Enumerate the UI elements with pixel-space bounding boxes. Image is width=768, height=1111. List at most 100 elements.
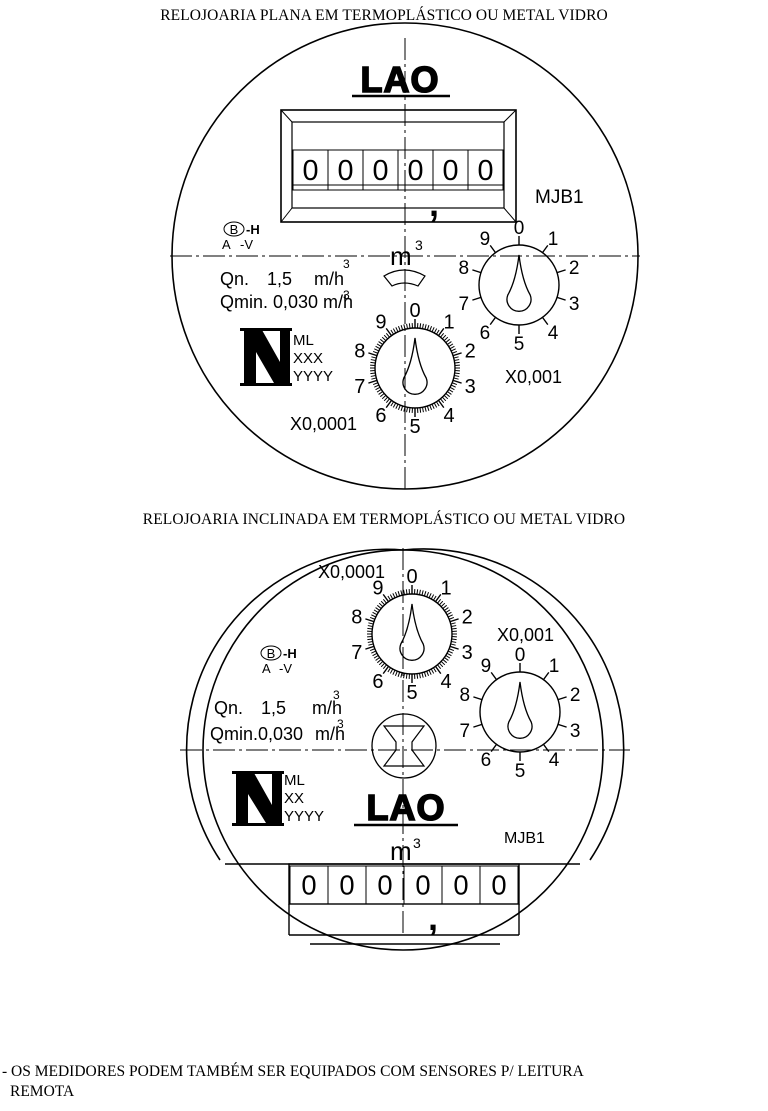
svg-text:-H: -H [283, 646, 297, 661]
svg-text:-H: -H [246, 222, 260, 237]
dial-number: 3 [462, 642, 473, 664]
svg-text:1,5: 1,5 [261, 698, 286, 718]
dial-number: 3 [465, 376, 476, 398]
svg-text:Qmin. 0,030: Qmin. 0,030 [220, 292, 318, 312]
svg-text:B: B [267, 646, 276, 661]
metrological-class: B -H A -V [222, 221, 260, 252]
dial-number: 4 [548, 323, 559, 344]
svg-text:,: , [429, 183, 439, 224]
svg-text:m/h: m/h [315, 724, 345, 744]
flow-indicator [371, 713, 437, 779]
register-digit: 0 [415, 870, 430, 901]
svg-text:Qn.: Qn. [220, 269, 249, 289]
dial-number: 5 [409, 416, 420, 438]
svg-text:3: 3 [333, 688, 340, 702]
dial-number: 0 [514, 218, 525, 239]
dial-number: 9 [480, 229, 491, 250]
register-digit-cell [479, 865, 519, 905]
svg-text:3: 3 [343, 288, 350, 302]
svg-text:A: A [222, 237, 231, 252]
dial-number: 8 [459, 258, 470, 279]
dial-number: 2 [462, 606, 473, 628]
flow-ratings: Qn. 1,5 m/h 3 Qmin. 0,030 m/h 3 [220, 257, 353, 312]
dial-number: 1 [441, 577, 452, 599]
dial-number: 5 [514, 334, 525, 355]
svg-text:3: 3 [337, 717, 344, 731]
dial-number: 8 [354, 340, 365, 362]
title-inclined-register: RELOJOARIA INCLINADA EM TERMOPLÁSTICO OU… [142, 511, 626, 528]
dial-number: 4 [441, 671, 452, 693]
inmetro-mark: ML XXX YYYY [240, 328, 333, 386]
dial-number: 2 [570, 685, 581, 706]
unit-label: m [390, 241, 412, 271]
inmetro-mark: ML XX YYYY [232, 771, 324, 826]
svg-text:m/h: m/h [314, 269, 344, 289]
register-digit: 0 [407, 155, 423, 187]
dial-number: 1 [548, 229, 559, 250]
svg-text:ML: ML [293, 332, 314, 349]
dial-number: 2 [465, 340, 476, 362]
dial-number: 7 [460, 721, 471, 742]
dial-number: 6 [375, 405, 386, 427]
svg-text:1,5: 1,5 [267, 269, 292, 289]
svg-text:3: 3 [413, 835, 421, 851]
lao-logo: LAO [352, 58, 450, 101]
register-digit: 0 [337, 155, 353, 187]
note-line-1: - OS MEDIDORES PODEM TAMBÉM SER EQUIPADO… [2, 1063, 584, 1080]
dial-pointer [506, 254, 532, 312]
register-digit-cell [467, 149, 504, 191]
svg-text:,: , [428, 897, 438, 938]
svg-text:3: 3 [343, 257, 350, 271]
dial-number: 9 [372, 577, 383, 599]
dial-number: 6 [481, 750, 492, 771]
register-digit: 0 [372, 155, 388, 187]
dial-number: 7 [351, 642, 362, 664]
svg-text:XXX: XXX [293, 350, 323, 367]
dial-number: 7 [354, 376, 365, 398]
dial-number: 1 [549, 656, 560, 677]
dial-x0-0001-label: X0,0001 [318, 562, 385, 582]
dial-number: 5 [406, 682, 417, 704]
dial-number: 0 [409, 300, 420, 322]
svg-text:m/h: m/h [312, 698, 342, 718]
title-flat-register: RELOJOARIA PLANA EM TERMOPLÁSTICO OU MET… [160, 7, 608, 24]
dial-number: 8 [460, 685, 471, 706]
svg-text:-V: -V [279, 661, 292, 676]
dial-number: 4 [444, 405, 455, 427]
dial-pointer [399, 603, 425, 661]
register-digit: 0 [339, 870, 354, 901]
dial-number: 6 [480, 323, 491, 344]
register-digit: 0 [377, 870, 392, 901]
dial-number: 3 [569, 294, 580, 315]
unit-label: m [390, 836, 412, 866]
dial-pointer [402, 337, 428, 395]
dial-number: 2 [569, 258, 580, 279]
flow-ratings: Qn. 1,5 m/h 3 Qmin.0,030 m/h 3 [210, 688, 345, 744]
register-digit: 0 [442, 155, 458, 187]
dial-number: 0 [515, 645, 526, 666]
remote-reading-note: - OS MEDIDORES PODEM TAMBÉM SER EQUIPADO… [2, 1062, 584, 1102]
svg-text:LAO: LAO [367, 787, 446, 828]
dial-x0-001-label: X0,001 [505, 367, 562, 387]
svg-text:m/h: m/h [323, 292, 353, 312]
svg-text:Qmin.0,030: Qmin.0,030 [210, 724, 303, 744]
dial-x0-0001: 0 12 34 5 67 89 [354, 300, 475, 438]
dial-number: 9 [375, 311, 386, 333]
dial-x0-0001-label: X0,0001 [290, 414, 357, 434]
dial-number: 1 [444, 311, 455, 333]
dial-number: 8 [351, 606, 362, 628]
register-digit: 0 [477, 155, 493, 187]
svg-text:YYYY: YYYY [284, 808, 324, 825]
register-digit: 0 [302, 155, 318, 187]
dial-number: 0 [406, 566, 417, 588]
model-label: MJB1 [535, 187, 584, 208]
svg-text:3: 3 [415, 237, 423, 253]
svg-text:Qn.: Qn. [214, 698, 243, 718]
metrological-class: B -H A -V [260, 645, 297, 676]
